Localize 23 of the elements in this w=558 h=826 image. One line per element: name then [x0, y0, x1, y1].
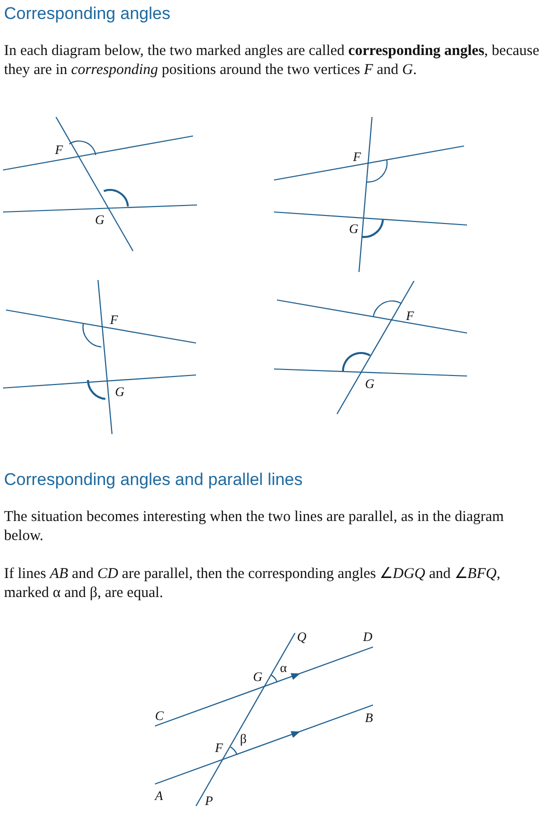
point-label: F	[406, 309, 414, 323]
point-label: F	[55, 143, 63, 157]
paragraph: In each diagram below, the two marked angles are called corresponding angles, because they are in corresponding positions around the two vertices F and G.	[4, 42, 540, 80]
point-label: D	[363, 630, 372, 644]
point-label: F	[215, 741, 223, 755]
point-label: G	[95, 213, 104, 227]
point-label: Q	[297, 630, 306, 644]
paragraph: If lines AB and CD are parallel, then the corresponding angles ∠DGQ and ∠BFQ, marked α and β, are equal.	[4, 565, 502, 603]
point-label: C	[155, 709, 164, 723]
point-label: G	[365, 377, 374, 391]
point-label: G	[115, 385, 124, 399]
point-label: B	[365, 711, 373, 725]
paragraph: The situation becomes interesting when the two lines are parallel, as in the diagram below.	[4, 508, 505, 546]
point-label: P	[205, 794, 213, 808]
angle-label: β	[240, 732, 247, 746]
point-label: G	[349, 222, 358, 236]
heading: Corresponding angles	[4, 4, 170, 23]
point-label: A	[155, 789, 163, 803]
point-label: G	[253, 670, 262, 684]
heading: Corresponding angles and parallel lines	[4, 470, 303, 489]
angle-label: α	[280, 661, 287, 675]
point-label: F	[353, 150, 361, 164]
point-label: F	[110, 313, 118, 327]
